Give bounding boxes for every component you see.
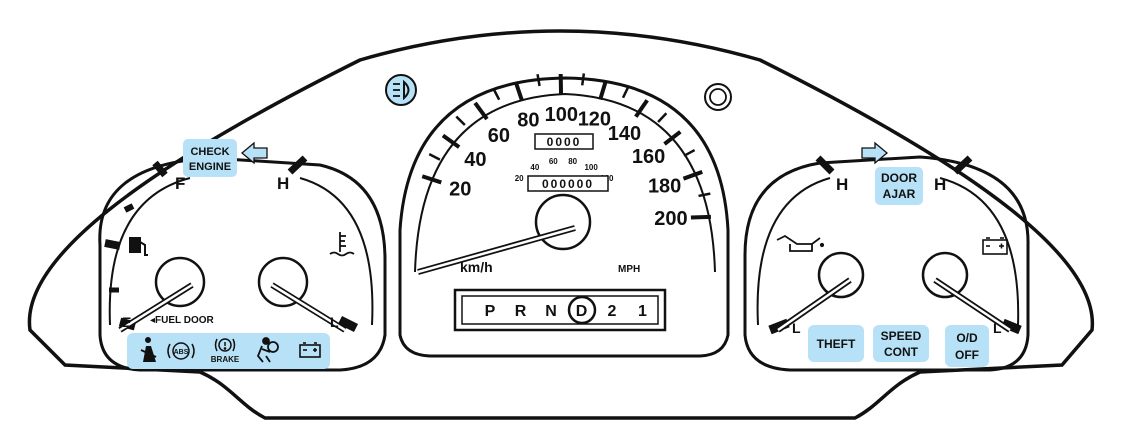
- speedo-tick: [598, 79, 608, 101]
- mph-tick-label: 200: [654, 208, 687, 230]
- fuel-pump-icon: [129, 237, 148, 256]
- speedo-tick: [536, 73, 541, 87]
- speedo-tick: [683, 148, 696, 157]
- kmh-tick-label: 80: [568, 157, 577, 166]
- left-turn-arrow-icon: [240, 141, 268, 165]
- abs-icon: ABS: [167, 342, 195, 360]
- gear-1: 1: [638, 303, 647, 320]
- mph-tick-label: 20: [449, 179, 471, 201]
- gear-n: N: [545, 303, 557, 320]
- door-ajar-light: DOOR AJAR: [861, 141, 923, 205]
- left-warning-strip: ABS BRAKE: [127, 333, 330, 369]
- right-turn-arrow-icon: [861, 141, 889, 165]
- trip-odometer-digits: 0000: [547, 135, 582, 149]
- speed-control-line2: CONT: [884, 345, 919, 359]
- speedo-tick: [663, 130, 682, 146]
- temp-low-label: L: [330, 314, 339, 330]
- battery-hot-label: H: [934, 175, 946, 194]
- fuel-gauge-hub: [154, 256, 206, 308]
- oil-low-label: L: [792, 320, 801, 336]
- kmh-tick-label: 40: [530, 163, 539, 172]
- temp-gauge-ticks: [287, 155, 359, 333]
- check-engine-line2: ENGINE: [189, 161, 231, 173]
- fuel-door-label: ◂FUEL DOOR: [150, 315, 215, 326]
- odometer-digits: 000000: [542, 177, 594, 191]
- headlamp-icon: [385, 74, 417, 106]
- gear-selector: P R N D 2 1: [453, 288, 667, 332]
- speedo-hub: [534, 193, 592, 251]
- selected-gear-ring: [567, 295, 597, 325]
- speedo-tick: [428, 153, 441, 161]
- battery-icon: [299, 342, 321, 358]
- speedo-ticks: [421, 73, 711, 220]
- theft-label: THEFT: [817, 337, 856, 351]
- trip-odometer: 0000: [534, 133, 594, 150]
- right-gauge-pod: H H L L: [743, 155, 1030, 372]
- speedo-tick: [682, 170, 703, 181]
- mph-tick-label: 40: [464, 149, 486, 171]
- speed-control-light: SPEED CONT: [873, 325, 929, 362]
- left-gauge-pod: F H E L ◂FUEL DOOR: [98, 155, 387, 372]
- mph-unit-label: MPH: [618, 264, 640, 275]
- brake-warning-icon: [214, 338, 236, 352]
- door-ajar-line1: DOOR: [881, 171, 917, 185]
- door-ajar-line2: AJAR: [883, 187, 916, 201]
- mph-tick-label: 120: [578, 109, 611, 131]
- speedo-tick: [634, 99, 649, 118]
- battery-gauge-hub: [921, 251, 969, 299]
- mph-tick-label: 80: [517, 110, 539, 132]
- mph-tick-label: 160: [632, 146, 665, 168]
- oil-can-icon: [776, 234, 825, 252]
- coolant-temperature-icon: [329, 232, 355, 257]
- oil-gauge-hub: [817, 251, 865, 299]
- speedo-tick: [580, 73, 586, 86]
- temp-gauge-hub: [257, 256, 309, 308]
- airbag-icon: [256, 337, 279, 363]
- brake-label: BRAKE: [211, 355, 240, 364]
- overdrive-off-light: O/D OFF: [945, 325, 989, 367]
- fuel-empty-label: E: [122, 314, 131, 330]
- gear-d: D: [576, 303, 588, 320]
- kmh-tick-label: 60: [549, 157, 558, 166]
- od-off-line2: OFF: [955, 348, 979, 362]
- seatbelt-icon: [140, 337, 157, 362]
- oil-hot-label: H: [836, 175, 848, 194]
- fuel-full-label: F: [175, 174, 185, 193]
- speedo-tick: [698, 192, 711, 198]
- speedo-tick: [513, 81, 524, 102]
- speedo-tick: [492, 88, 501, 101]
- kmh-tick-label: 100: [584, 163, 598, 172]
- gear-r: R: [515, 303, 527, 320]
- speedo-tick: [473, 101, 489, 121]
- speedo-tick: [455, 115, 466, 126]
- check-engine-light: CHECK ENGINE: [183, 139, 268, 177]
- battery-low-label: L: [993, 320, 1002, 336]
- gear-p: P: [485, 303, 496, 320]
- speedo-tick: [657, 112, 668, 123]
- mph-tick-label: 100: [545, 104, 578, 126]
- check-engine-line1: CHECK: [190, 146, 229, 158]
- od-off-line1: O/D: [956, 331, 978, 345]
- speedo-tick: [690, 214, 711, 220]
- mph-tick-label: 140: [608, 123, 641, 145]
- mph-tick-label: 60: [488, 125, 510, 147]
- theft-light: THEFT: [808, 325, 864, 362]
- mph-tick-label: 180: [648, 175, 681, 197]
- kmh-tick-label: 20: [515, 174, 524, 183]
- svg-text:ABS: ABS: [174, 349, 189, 356]
- speedo-tick: [621, 86, 630, 99]
- kmh-unit-label: km/h: [460, 259, 493, 275]
- battery-gauge-icon: [982, 237, 1008, 255]
- speedo-tick: [441, 133, 461, 149]
- speed-control-line1: SPEED: [881, 329, 922, 343]
- gear-2: 2: [608, 303, 617, 320]
- odometer: 000000: [527, 175, 609, 192]
- ring-indicator-icon: [704, 83, 732, 111]
- temp-hot-label: H: [277, 174, 289, 193]
- speedo-tick: [421, 174, 442, 185]
